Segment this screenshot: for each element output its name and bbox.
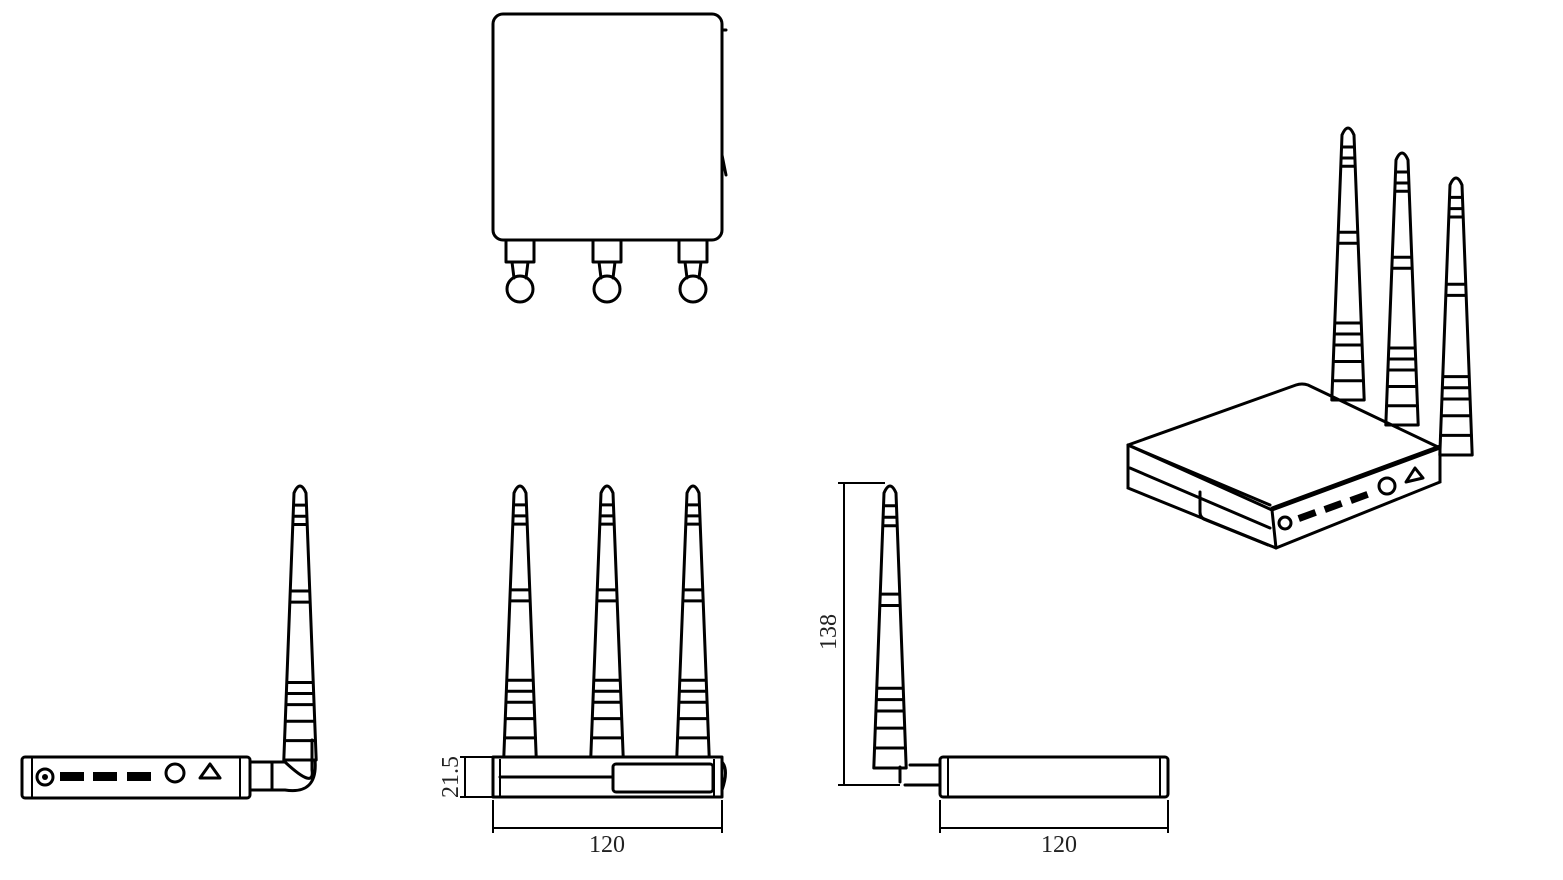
antenna [589,484,625,759]
antenna [1330,126,1366,402]
front-width-label: 120 [589,832,625,858]
antenna [872,484,908,770]
antenna-body [872,484,908,770]
antennas [282,484,908,770]
antenna-body [502,484,538,759]
usb-port-icon [127,772,151,781]
back-side-housing [938,755,1170,799]
iso-antennas [1330,126,1474,457]
top-view-housing [491,12,724,242]
dimensions: 120 21.5 120 138 [438,482,1169,858]
antenna-body [1330,126,1366,402]
power-port-icon [35,767,55,787]
audio-port-icon [164,762,186,784]
isometric-view [1126,126,1474,550]
total-height-label: 138 [816,614,842,650]
port-side-housing [20,755,252,800]
antenna-connector [677,238,709,304]
antenna-body [589,484,625,759]
back-side-view [898,755,1170,799]
port-side-view [20,738,317,800]
antenna-connector [591,238,623,304]
front-view [491,755,727,799]
antenna [1384,151,1420,427]
antenna-body [675,484,711,759]
top-view [491,12,728,304]
antenna-body [282,484,318,762]
antenna [502,484,538,759]
antenna-connector [504,238,536,304]
antenna [282,484,318,762]
usb-port-icon [93,772,117,781]
antenna [1438,176,1474,457]
front-height-label: 21.5 [438,756,464,798]
triangle-icon [198,762,222,780]
antenna-body [1438,176,1474,457]
antenna [675,484,711,759]
side-width-label: 120 [1041,832,1077,858]
top-view-connectors [504,238,709,304]
antenna-body [1384,151,1420,427]
usb-port-icon [60,772,84,781]
